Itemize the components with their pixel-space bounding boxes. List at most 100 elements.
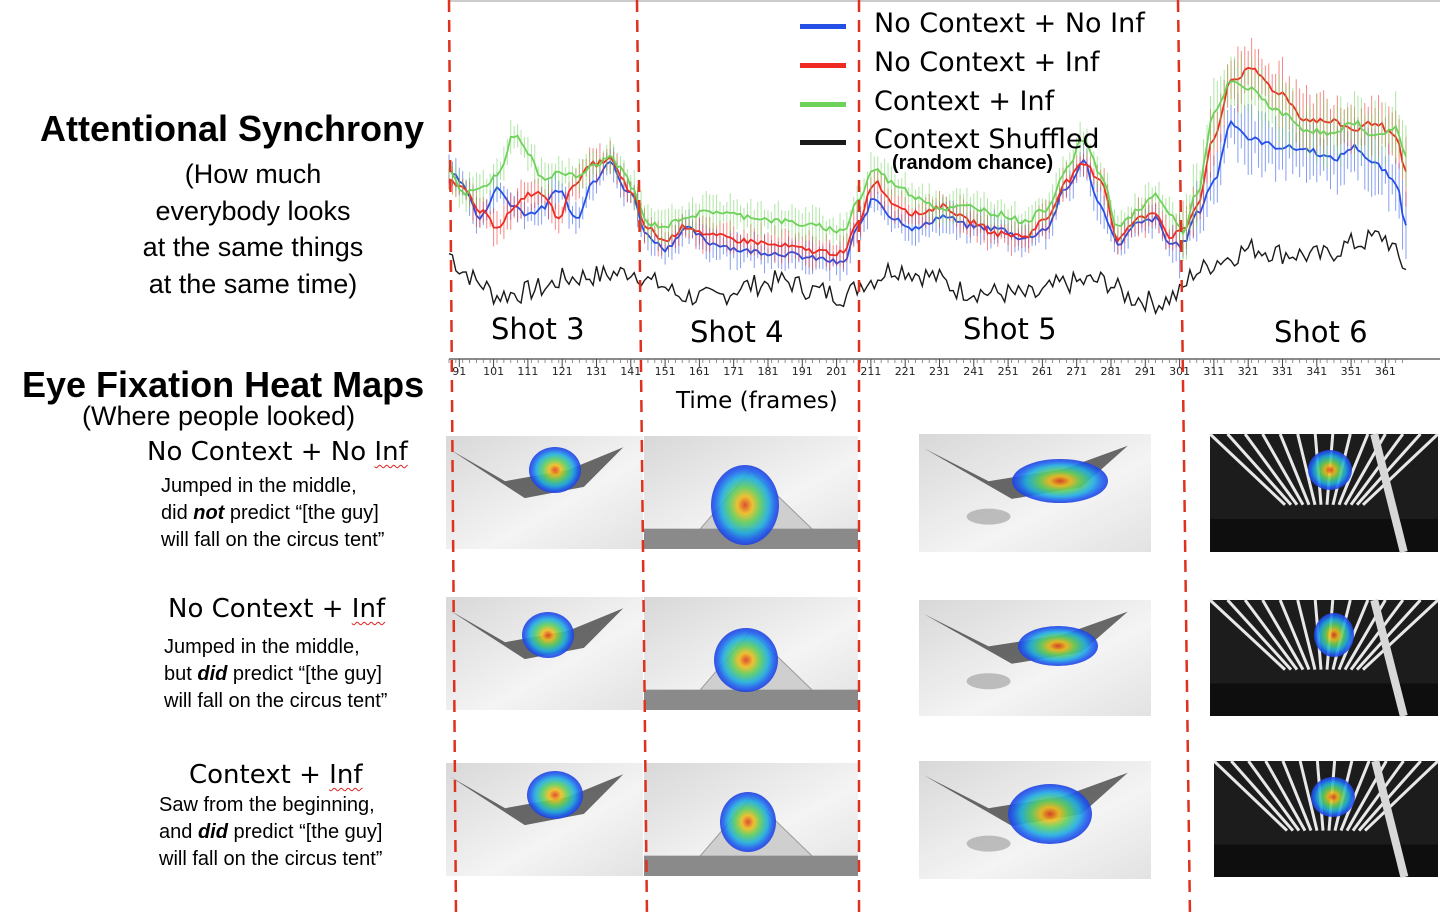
emphasis-text: not	[193, 502, 225, 524]
tent-strut	[1363, 759, 1440, 832]
heatmap-panel	[644, 436, 858, 549]
x-tick-label: 211	[860, 365, 881, 378]
series-line	[448, 228, 1407, 316]
legend-swatch-blue	[800, 24, 846, 29]
tent-strut	[1349, 433, 1405, 506]
tent-strut	[1212, 759, 1289, 832]
fixation-heat-blob	[711, 465, 779, 545]
heatmap-panel	[919, 434, 1151, 552]
description-line: will fall on the circus tent”	[159, 848, 383, 870]
series-line	[448, 80, 1407, 236]
x-tick-label: 111	[517, 365, 538, 378]
emphasis-text: did	[197, 821, 228, 843]
tent-strut	[1226, 432, 1293, 506]
shadow-shape	[966, 673, 1011, 690]
description-line: and did predict “[the guy]	[159, 819, 382, 846]
condition-title: Context + Inf	[189, 760, 362, 790]
tent-strut	[1261, 599, 1305, 671]
emphasis-text: did	[197, 663, 228, 685]
plot-lines	[448, 37, 1407, 316]
shot-label: Shot 5	[963, 312, 1057, 346]
fixation-heat-blob	[714, 628, 778, 692]
x-tick-label: 351	[1341, 365, 1362, 378]
tent-strut	[1361, 598, 1440, 671]
fixation-heat-blob	[522, 612, 574, 658]
vehicles-row	[644, 855, 858, 876]
description-line: Jumped in the middle,	[164, 636, 360, 658]
tent-strut	[1230, 760, 1295, 832]
shot-label: Shot 6	[1274, 315, 1368, 349]
legend-label: Context + Inf	[874, 86, 1055, 117]
description-line: Saw from the beginning,	[159, 794, 375, 816]
skydiver-silhouette	[449, 608, 624, 660]
description-line: will fall on the circus tent”	[161, 529, 385, 551]
heat-maps-description: (Where people looked)	[82, 401, 356, 431]
legend-label: No Context + Inf	[874, 47, 1100, 78]
chart-legend: No Context + No Inf No Context + Inf Con…	[800, 8, 1160, 178]
heatmap-panel	[1208, 598, 1440, 717]
series-line	[448, 119, 1407, 266]
description-line: everybody looks	[155, 195, 351, 226]
description-line: will fall on the circus tent”	[164, 690, 388, 712]
fixation-heat-blob	[529, 447, 581, 493]
heatmap-panel	[446, 436, 643, 549]
condition-title-inf: Inf	[329, 760, 363, 790]
tent-strut	[1264, 760, 1307, 832]
condition-title: No Context + No Inf	[147, 437, 408, 467]
tent-strut	[1281, 760, 1313, 832]
x-tick-label: 321	[1238, 365, 1259, 378]
text-span: predict “[the guy]	[224, 502, 379, 524]
tent-strut	[1208, 432, 1287, 506]
description-line: did not predict “[the guy]	[161, 500, 384, 527]
tent-strut	[1278, 599, 1311, 671]
heatmap-panel	[1208, 432, 1440, 553]
description-line: but did predict “[the guy]	[164, 661, 387, 688]
x-tick-label: 121	[552, 365, 573, 378]
fixation-heat-blob	[720, 792, 776, 852]
condition-description: Jumped in the middle, did not predict “[…	[161, 473, 384, 554]
fixation-heat-blob	[1008, 784, 1092, 844]
description-line: at the same things	[142, 232, 364, 262]
legend-swatch-green	[800, 102, 846, 107]
x-tick-label: 221	[895, 365, 916, 378]
tent-strut	[1298, 760, 1319, 831]
condition-title-text: No Context +	[168, 594, 352, 624]
attentional-synchrony-title: Attentional Synchrony	[40, 108, 425, 149]
condition-description: Jumped in the middle, but did predict “[…	[164, 634, 387, 715]
x-axis-title: Time (frames)	[676, 388, 838, 414]
x-tick-label: 101	[483, 365, 504, 378]
tent-strut	[1337, 433, 1370, 506]
tent-strut	[1296, 433, 1317, 506]
tent-strut	[1278, 433, 1311, 506]
shot-boundary-line	[635, 0, 649, 918]
fixation-heat-blob	[527, 771, 583, 819]
tent-strut	[1355, 598, 1422, 671]
x-tick-label: 301	[1169, 365, 1190, 378]
x-tick-label: 91	[452, 365, 466, 378]
x-tick-label: 171	[723, 365, 744, 378]
heatmap-panel	[1212, 759, 1440, 878]
shot-boundaries	[447, 0, 1192, 918]
condition-title-inf: Inf	[351, 594, 386, 624]
fixation-heat-blob	[1308, 450, 1352, 490]
condition-title-text: No Context + No	[147, 437, 375, 467]
x-tick-label: 261	[1032, 365, 1053, 378]
x-tick-label: 341	[1306, 365, 1327, 378]
shot-boundary-line	[1176, 0, 1192, 918]
x-tick-label: 201	[826, 365, 847, 378]
x-tick-label: 231	[929, 365, 950, 378]
text-span: predict “[the guy]	[227, 663, 382, 685]
heatmap-panel	[919, 600, 1151, 716]
tent-strut	[1357, 760, 1422, 832]
pole	[1370, 599, 1408, 717]
x-tick-label: 311	[1203, 365, 1224, 378]
condition-title: No Context + Inf	[168, 594, 385, 624]
legend-swatch-black	[800, 140, 846, 145]
heatmap-panel	[644, 763, 858, 876]
legend-swatch-red	[800, 63, 846, 68]
x-tick-label: 291	[1135, 365, 1156, 378]
x-tick-label: 161	[689, 365, 710, 378]
